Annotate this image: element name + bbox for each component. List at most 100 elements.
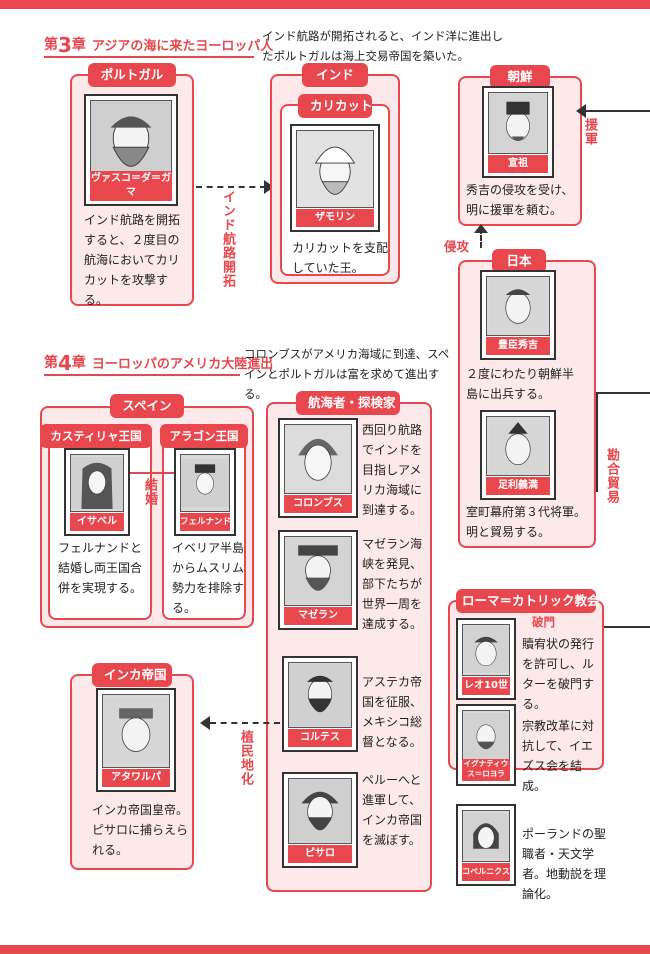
turbaned-man-icon [297,131,373,207]
magellan-card: マゼラン [278,530,358,630]
seonjo-card: 宣祖 [482,86,554,178]
ferdinand-desc: イベリア半島からムスリム勢力を排除する。 [172,541,245,615]
inca-emperor-icon [103,698,169,764]
leo-x-portrait [462,624,510,676]
colonization-arrow-line [210,722,280,724]
loyola-portrait [462,710,510,762]
magellan-portrait [284,536,352,606]
zamorin-name: ザモリン [296,209,374,227]
conquistador-beard-icon [289,780,351,842]
queen-icon [71,457,123,509]
korean-king-icon [489,94,547,152]
vasco-da-gama-name: ヴァスコ＝ダ＝ガマ [90,171,172,201]
aragon-label: アラゴン王国 [160,424,248,448]
yoshimitsu-portrait [486,416,550,476]
bearded-explorer-icon [285,538,351,604]
isabel-desc: フェルナンドと結婚し両王国合併を実現する。 [58,541,143,595]
zamorin-portrait [296,130,374,208]
leo-x-desc: 贖宥状の発行を許可し、ルターを破門する。 [522,637,595,711]
pope-icon [463,627,509,673]
leo-x-card: レオ10世 [456,618,516,700]
support-arrow-line [584,110,650,112]
copernicus-name: コペルニクス [462,863,510,881]
seonjo-name: 宣祖 [488,155,548,173]
columbus-name: コロンブス [284,495,352,513]
japanese-lord-icon [489,277,547,335]
chapter3-suffix: 章 [71,37,86,53]
hideyoshi-name: 豊臣秀吉 [486,337,550,355]
yoshimitsu-desc: 室町幕府第３代将軍。明と貿易する。 [466,505,587,539]
ferdinand-portrait [180,454,230,512]
chapter4-number: 4 [58,351,72,375]
india-route-label: インド航路開拓 [220,190,235,288]
top-border-bar [0,0,650,9]
trade-label: 勘合貿易 [604,448,619,504]
cortes-desc: アステカ帝国を征服、メキシコ総督となる。 [362,675,423,749]
shogun-icon [489,417,547,475]
priest-icon [463,713,509,759]
chapter3-heading: 第 3 章 アジアの海に来たヨーロッパ人 [44,33,273,57]
support-label: 援軍 [582,118,597,146]
calicut-label: カリカット [298,94,373,118]
zamorin-card: ザモリン [290,124,380,232]
cortes-portrait [288,662,352,728]
atahualpa-desc: インカ帝国皇帝。ピサロに捕らえられる。 [92,803,189,857]
isabel-card: イサベル [64,448,130,536]
atahualpa-card: アタワルパ [96,688,176,792]
conquistador-icon [289,664,351,726]
atahualpa-name: アタワルパ [102,769,170,787]
isabel-name: イサベル [70,513,124,531]
explorer-icon [285,426,351,492]
colonization-arrowhead [200,716,210,730]
copernicus-portrait [462,810,510,862]
church-label: ローマ＝カトリック教会 [456,589,600,613]
japan-label: 日本 [492,249,546,273]
explorers-label: 航海者・探検家 [296,391,400,415]
isabel-portrait [70,454,124,512]
colonization-label: 植民地化 [238,730,253,786]
vasco-da-gama-card: ヴァスコ＝ダ＝ガマ [84,94,178,206]
bearded-man-icon [91,101,171,181]
excommunication-label: 破門 [532,615,555,629]
india-route-arrowhead [264,180,274,194]
korea-label: 朝鮮 [490,65,550,89]
loyola-desc: 宗教改革に対抗して、イエズス会を結成。 [522,719,595,793]
support-arrowhead [576,104,586,118]
vasco-da-gama-desc: インド航路を開拓すると、２度目の航海においてカリカットを攻撃する。 [84,213,181,307]
zamorin-desc: カリカットを支配していた王。 [292,241,389,275]
seonjo-portrait [488,92,548,154]
chapter3-number: 3 [58,33,72,57]
chapter4-title: ヨーロッパのアメリカ大陸進出 [91,357,274,372]
pizarro-desc: ペルーへと進軍して、インカ帝国を滅ぼす。 [362,773,423,847]
invasion-arrow-line [480,228,482,248]
ferdinand-name: フェルナンド [180,513,230,531]
portugal-label: ポルトガル [88,63,176,87]
magellan-desc: マゼラン海峡を発見、部下たちが世界一周を達成する。 [362,537,423,631]
india-route-arrow-line [196,186,266,188]
pizarro-card: ピサロ [282,772,358,868]
chapter4-suffix: 章 [71,355,86,371]
columbus-portrait [284,424,352,494]
bottom-border-bar [0,945,650,954]
spain-label: スペイン [110,394,184,418]
hideyoshi-card: 豊臣秀吉 [480,270,556,360]
trade-line-top [596,392,650,394]
chapter4-underline [44,374,240,376]
pizarro-portrait [288,778,352,844]
leo-x-name: レオ10世 [462,677,510,695]
astronomer-icon [463,813,509,859]
columbus-desc: 西回り航路でインドを目指しアメリカ海域に到達する。 [362,423,423,517]
king-icon [181,459,229,507]
atahualpa-portrait [102,694,170,768]
invasion-label: 侵攻 [444,239,470,254]
vasco-da-gama-portrait [90,100,172,182]
loyola-card: イグナティウス＝ロヨラ [456,704,516,786]
magellan-name: マゼラン [284,607,352,625]
castile-label: カスティリャ王国 [40,424,152,448]
hideyoshi-desc: ２度にわたり朝鮮半島に出兵する。 [466,367,575,401]
chapter3-intro: インド航路が開拓されると、インド洋に進出したポルトガルは海上交易帝国を築いた。 [262,29,504,63]
columbus-card: コロンブス [278,418,358,518]
chapter4-prefix: 第 [44,355,58,371]
invasion-arrowhead [474,224,488,233]
pizarro-name: ピサロ [288,845,352,863]
